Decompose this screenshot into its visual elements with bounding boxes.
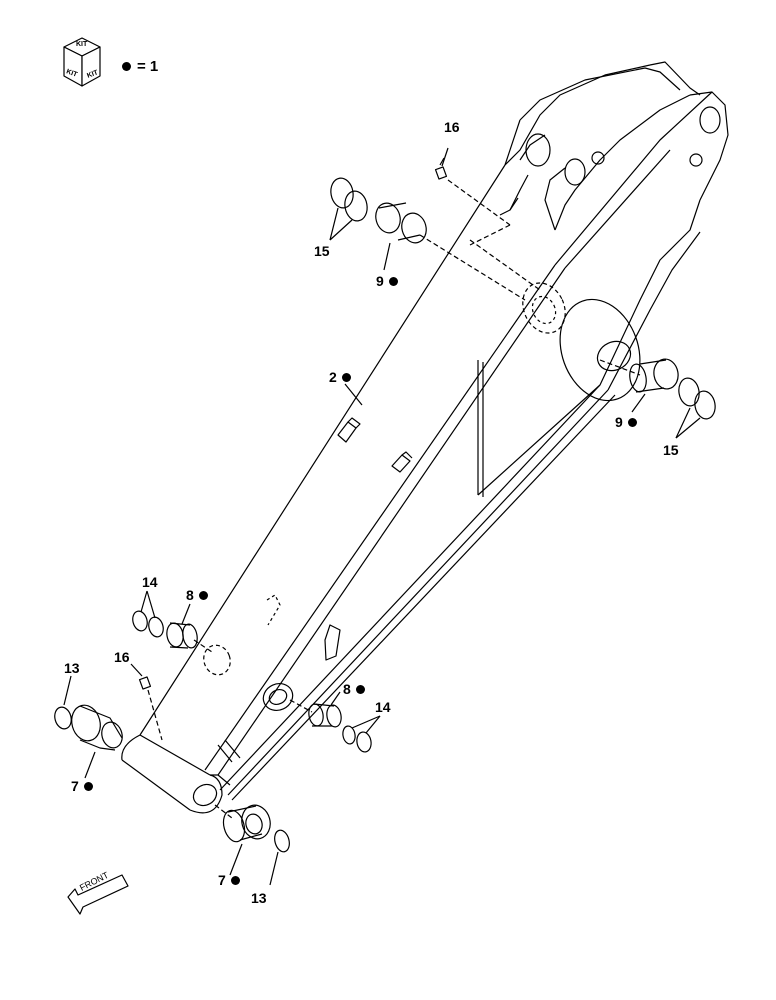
kit-dot-icon [627,417,637,427]
front-arrow-icon [67,874,129,915]
ring-13-right [269,829,290,886]
ring-13-left [54,675,72,730]
shims-15-right [675,377,716,439]
bushing-7-right [214,804,271,876]
callout-8-right: 8 [343,681,365,697]
callout-16-lower: 16 [114,649,130,665]
kit-cube-icon [63,37,101,87]
bushing-7-left [71,704,123,779]
callout-16-upper: 16 [444,119,460,135]
leader-2 [344,383,363,406]
kit-dot-icon [198,590,208,600]
bushing-9-right [599,358,679,413]
callout-15-right: 15 [663,442,679,458]
grease-fitting-16-lower [130,663,163,741]
shims-14-right [342,715,381,753]
bushing-8-left [166,603,213,653]
kit-dot-icon [388,276,398,286]
kit-legend-text: = 1 [137,58,159,75]
callout-13-left: 13 [64,660,80,676]
callout-13-right: 13 [251,890,267,906]
grease-fitting-16-upper [434,147,511,246]
callout-9-right: 9 [615,414,637,430]
shims-14-left [132,590,164,638]
kit-dot-icon [341,372,351,382]
callout-9-upper: 9 [376,273,398,289]
shims-15-upper [329,177,368,241]
bushing-9-upper [375,202,541,301]
kit-dot-icon [230,875,240,885]
kit-legend: = 1 [122,58,158,75]
callout-14-left: 14 [142,574,158,590]
callout-7-right: 7 [218,872,240,888]
kit-icon-top-text: KIT [76,41,88,48]
kit-dot-icon [83,781,93,791]
callout-15-upper: 15 [314,243,330,259]
callout-14-right: 14 [375,699,391,715]
bullet-icon [122,61,131,71]
callout-8-left: 8 [186,587,208,603]
boom-body [121,61,729,814]
bushing-8-right [289,691,342,728]
callout-7-left: 7 [71,778,93,794]
callout-2: 2 [329,369,351,385]
kit-dot-icon [355,684,365,694]
